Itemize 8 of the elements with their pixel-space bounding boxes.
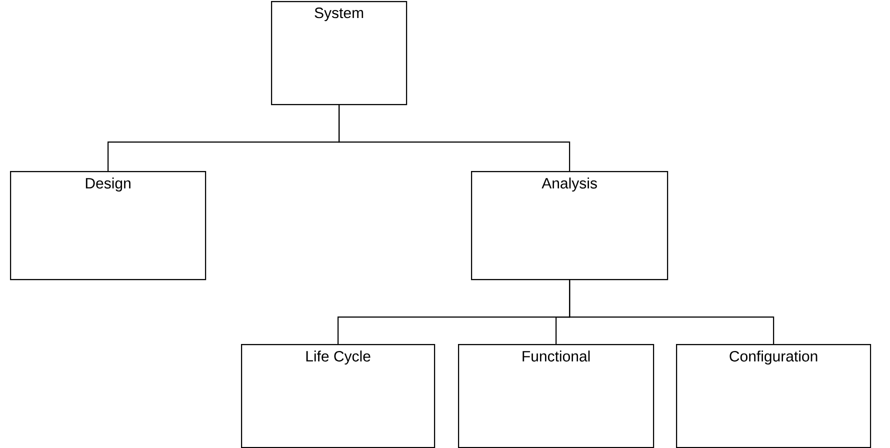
connector-line — [338, 105, 570, 171]
process-box: Design — [10, 171, 206, 280]
connector-line — [569, 280, 774, 344]
process-box: System — [271, 1, 408, 106]
process-box: Analysis — [471, 171, 668, 280]
process-box: Configuration — [676, 344, 872, 448]
process-box: Life Cycle — [241, 344, 436, 448]
process-box: Functional — [458, 344, 654, 448]
